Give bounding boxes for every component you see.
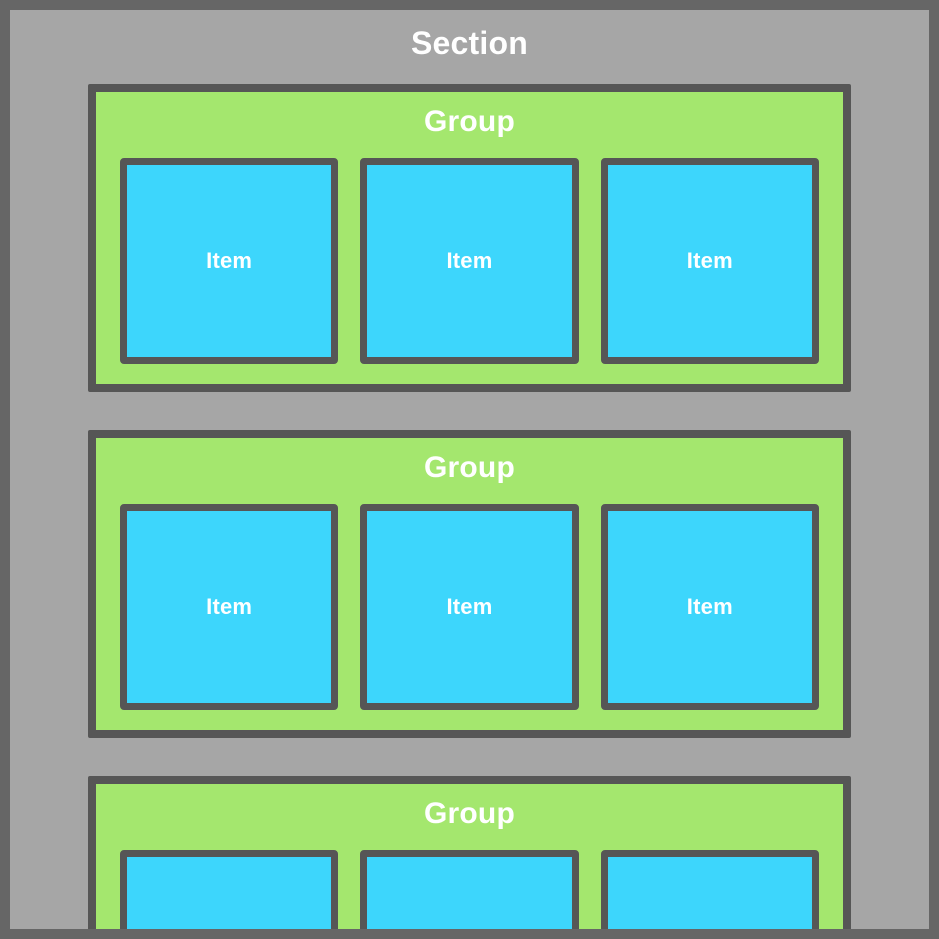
item-box[interactable]: Item bbox=[360, 158, 579, 365]
group-box[interactable]: Group Item Item Item bbox=[88, 430, 851, 739]
item-label: Item bbox=[446, 248, 493, 274]
group-content: Group Item Item Item bbox=[96, 438, 843, 730]
item-label: Item bbox=[686, 248, 733, 274]
item-box[interactable]: Item bbox=[120, 504, 339, 711]
item-box[interactable]: Item bbox=[600, 850, 819, 929]
item-label: Item bbox=[446, 594, 493, 620]
group-title: Group bbox=[424, 797, 515, 831]
section-title: Section bbox=[411, 25, 528, 61]
item-row: Item Item Item bbox=[120, 504, 819, 711]
item-box[interactable]: Item bbox=[600, 158, 819, 365]
item-label: Item bbox=[686, 594, 733, 620]
item-label: Item bbox=[206, 248, 253, 274]
item-box[interactable]: Item bbox=[360, 850, 579, 929]
group-content: Group Item Item Item bbox=[96, 784, 843, 929]
item-box[interactable]: Item bbox=[360, 504, 579, 711]
group-content: Group Item Item Item bbox=[96, 92, 843, 384]
group-box[interactable]: Group Item Item Item bbox=[88, 84, 851, 393]
item-box[interactable]: Item bbox=[120, 850, 339, 929]
item-row: Item Item Item bbox=[120, 158, 819, 365]
group-box[interactable]: Group Item Item Item bbox=[88, 776, 851, 929]
item-row: Item Item Item bbox=[120, 850, 819, 929]
section-container: Section Group Item Item Item bbox=[10, 10, 929, 929]
item-label: Item bbox=[206, 594, 253, 620]
item-box[interactable]: Item bbox=[120, 158, 339, 365]
item-box[interactable]: Item bbox=[600, 504, 819, 711]
group-title: Group bbox=[424, 451, 515, 485]
group-title: Group bbox=[424, 105, 515, 139]
